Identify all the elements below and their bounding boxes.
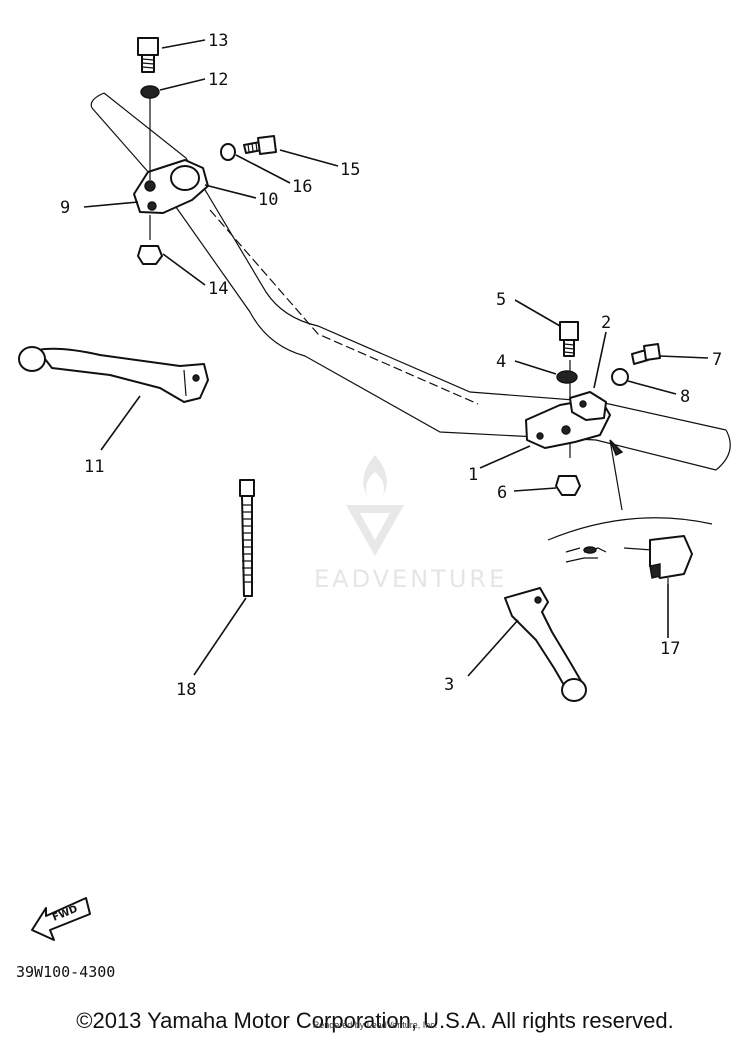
- part-label-18: 18: [176, 680, 196, 700]
- nut-6: [555, 475, 581, 496]
- cable-tie-18: [239, 479, 255, 597]
- right-lever-3: [504, 587, 587, 702]
- washer-8: [611, 368, 629, 386]
- screw-15: [243, 135, 277, 155]
- left-lever-11: [18, 346, 209, 403]
- part-label-10: 10: [258, 190, 278, 210]
- part-label-5: 5: [496, 290, 506, 310]
- part-label-16: 16: [292, 177, 312, 197]
- part-label-9: 9: [60, 198, 70, 218]
- watermark-text: EADVENTURE: [314, 565, 507, 593]
- nut-14: [137, 245, 163, 265]
- copyright-notice: ©2013 Yamaha Motor Corporation, U.S.A. A…: [76, 1008, 674, 1033]
- part-labels: 1 2 3 4 5 6 7 8 9 10 11 12 13 14 15 16 1…: [60, 31, 722, 700]
- handlebar: [90, 92, 731, 471]
- screw-7: [631, 343, 661, 365]
- part-label-11: 11: [84, 457, 104, 477]
- part-label-7: 7: [712, 350, 722, 370]
- fwd-arrow-icon: [31, 897, 91, 941]
- part-label-15: 15: [340, 160, 360, 180]
- drawing-code: 39W100-4300: [16, 963, 115, 981]
- inset-17: [547, 439, 713, 584]
- rendered-by-note: Rendered by LeadVenture, Inc.: [312, 1020, 438, 1030]
- lever-holder-right: [525, 391, 611, 449]
- part-label-13: 13: [208, 31, 228, 51]
- leader-lines: [83, 39, 709, 677]
- watermark-flame-icon: [363, 455, 387, 497]
- part-label-2: 2: [601, 313, 611, 333]
- part-label-17: 17: [660, 639, 680, 659]
- part-label-8: 8: [680, 387, 690, 407]
- watermark-v-icon: [346, 505, 404, 556]
- bolt-13: [137, 37, 159, 73]
- washer-12: [140, 85, 160, 99]
- part-label-1: 1: [468, 465, 478, 485]
- watermark: EADVENTURE: [314, 455, 507, 593]
- fwd-arrow: FWD: [31, 897, 91, 941]
- part-label-3: 3: [444, 675, 454, 695]
- part-label-6: 6: [497, 483, 507, 503]
- part-label-4: 4: [496, 352, 506, 372]
- washer-4: [556, 370, 578, 384]
- part-label-14: 14: [208, 279, 228, 299]
- washer-16: [220, 143, 236, 161]
- bolt-5: [559, 321, 579, 357]
- part-label-12: 12: [208, 70, 228, 90]
